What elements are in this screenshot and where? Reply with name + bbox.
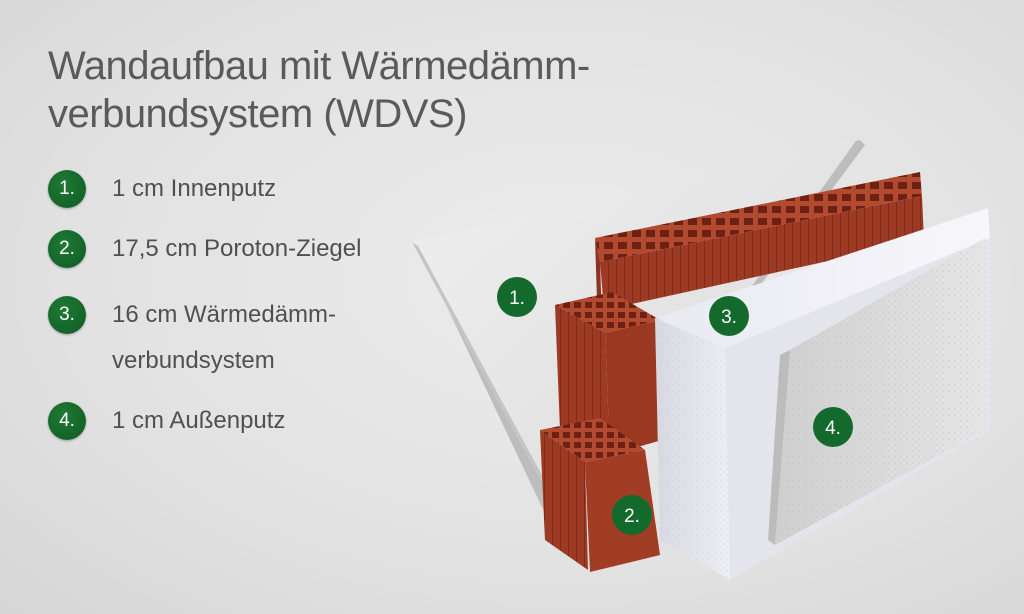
legend-badge-4: 4. [48, 402, 86, 440]
title-line-1: Wandaufbau mit Wärmedämm- [48, 44, 590, 88]
legend-label: 16 cm Wärmedämm- [112, 301, 337, 328]
legend-badge-1: 1. [48, 170, 86, 208]
layer-exterior-plaster [768, 238, 985, 545]
legend-label: 1 cm Außenputz [112, 407, 286, 434]
legend-badge-2: 2. [48, 230, 86, 268]
legend-text-1: 1 cm Innenputz [112, 170, 276, 208]
diagram-badge-1-label: 1. [509, 288, 525, 309]
page-title: Wandaufbau mit Wärmedämm- verbundsystem … [48, 42, 608, 138]
legend-text-2: 17,5 cm Poroton-Ziegel [112, 230, 361, 268]
diagram-badge-4: 4. [813, 407, 853, 447]
legend-item-4: 4. 1 cm Außenputz [48, 402, 285, 440]
diagram-badge-1: 1. [497, 277, 537, 317]
diagram-badge-2-label: 2. [624, 506, 640, 527]
legend-item-2: 2. 17,5 cm Poroton-Ziegel [48, 230, 361, 268]
legend-badge-3: 3. [48, 296, 86, 334]
legend-text-4: 1 cm Außenputz [112, 402, 285, 440]
legend-label-continued: verbundsystem [112, 347, 275, 374]
legend-item-1: 1. 1 cm Innenputz [48, 170, 276, 208]
diagram-badge-4-label: 4. [825, 418, 841, 439]
legend-text-3: 16 cm Wärmedämm- verbundsystem [112, 296, 336, 380]
title-line-2: verbundsystem (WDVS) [48, 92, 467, 136]
diagram-badge-2: 2. [612, 495, 652, 535]
diagram-badge-3: 3. [709, 296, 749, 336]
layer-brick-wall [540, 172, 924, 572]
legend-item-3: 3. 16 cm Wärmedämm- verbundsystem [48, 296, 336, 380]
legend-label: 17,5 cm Poroton-Ziegel [112, 235, 362, 262]
legend-label: 1 cm Innenputz [112, 175, 277, 202]
diagram-badge-3-label: 3. [721, 307, 737, 328]
